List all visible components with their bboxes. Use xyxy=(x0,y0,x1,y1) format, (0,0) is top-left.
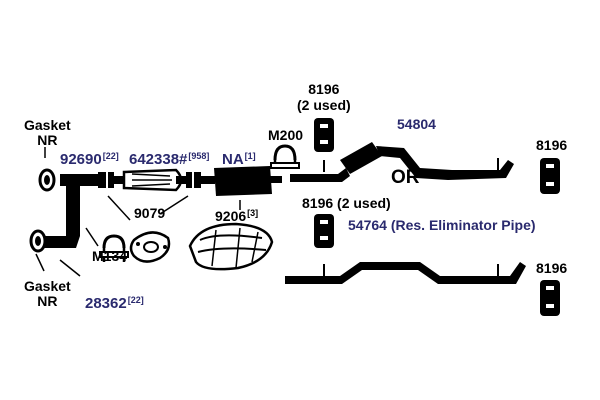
catalytic-converter-icon xyxy=(114,168,186,192)
part-8196-right-top-label: 8196 xyxy=(536,137,568,153)
part-92690-label: 92690[22] xyxy=(60,151,119,168)
gasket-nr-bottom-label: Gasket NR xyxy=(24,279,71,308)
part-qty: [22] xyxy=(102,151,119,161)
clamp-icon xyxy=(99,234,129,262)
part-number: 8196 xyxy=(308,81,340,97)
gasket-text: Gasket xyxy=(24,117,71,133)
part-8196-right-bottom-label: 8196 xyxy=(536,260,568,276)
heat-shield-icon xyxy=(188,222,274,271)
part-9206-label: 9206[3] xyxy=(215,208,259,224)
part-642338-label: 642338#[958] xyxy=(129,151,210,168)
tailpipe-54764 xyxy=(285,262,526,284)
hanger-icon xyxy=(314,214,334,248)
gasket-icon xyxy=(129,231,171,263)
part-28362-label: 28362[22] xyxy=(85,295,144,312)
hanger-icon xyxy=(314,118,334,152)
tailpipe-54804 xyxy=(290,142,514,182)
or-label: OR xyxy=(391,167,420,188)
clamp-icon xyxy=(270,144,300,169)
nr-text: NR xyxy=(37,293,58,309)
part-number: 92690 xyxy=(60,151,102,168)
nr-text: NR xyxy=(37,132,58,148)
part-qty: [958] xyxy=(188,151,210,161)
part-m134-label: M134 xyxy=(92,248,128,264)
flange-connector xyxy=(186,172,215,188)
part-number: NA xyxy=(222,151,244,168)
y-pipe xyxy=(40,174,104,248)
part-m200-label: M200 xyxy=(268,127,304,143)
hanger-icon xyxy=(540,280,560,316)
part-54764-label: 54764 (Res. Eliminator Pipe) xyxy=(348,217,536,233)
part-note: (2 used) xyxy=(297,97,351,113)
gasket-text: Gasket xyxy=(24,278,71,294)
part-number: 642338# xyxy=(129,151,188,168)
part-qty: [3] xyxy=(247,208,259,218)
part-8196-mid-label: 8196 (2 used) xyxy=(302,195,391,211)
part-qty: [1] xyxy=(244,151,256,161)
part-na-label: NA[1] xyxy=(222,151,256,168)
part-8196-top-label: 8196 (2 used) xyxy=(297,82,351,112)
muffler-icon xyxy=(214,166,282,196)
gasket-icon xyxy=(29,229,47,253)
gasket-icon xyxy=(38,168,56,192)
part-54804-label: 54804 xyxy=(397,116,436,132)
part-qty: [22] xyxy=(127,295,144,305)
hanger-icon xyxy=(540,158,560,194)
part-number: 9206 xyxy=(215,208,247,224)
part-9079-label: 9079 xyxy=(134,205,166,221)
flange-connector xyxy=(98,172,114,188)
part-number: 28362 xyxy=(85,295,127,312)
gasket-nr-top-label: Gasket NR xyxy=(24,118,71,147)
